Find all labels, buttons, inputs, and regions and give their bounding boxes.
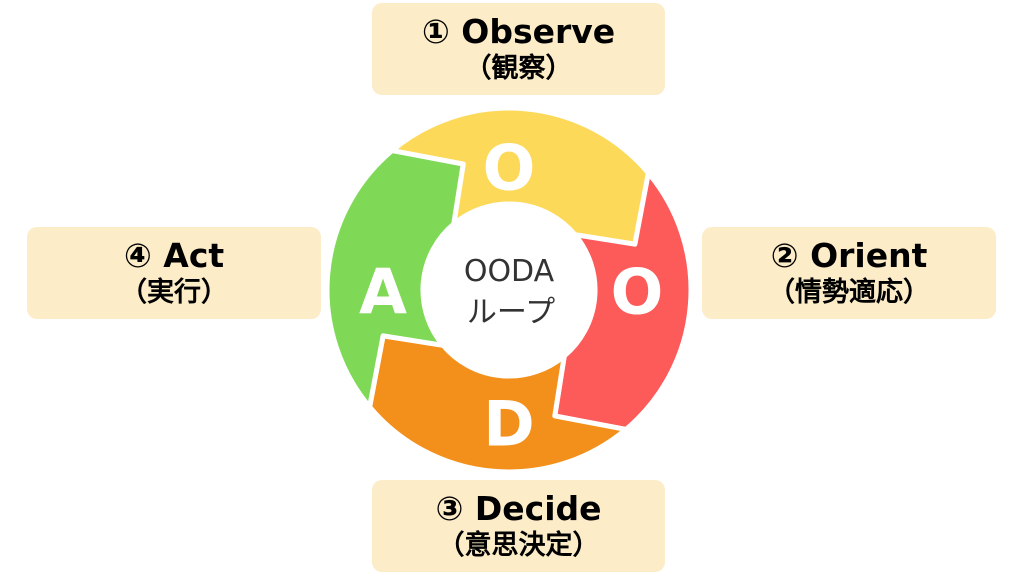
orient-subtitle: （情勢適応）: [768, 277, 930, 308]
decide-label-box: ③ Decide （意思決定）: [372, 480, 665, 572]
decide-segment: [367, 333, 629, 475]
act-segment: [324, 148, 466, 410]
center-circle: [427, 208, 591, 372]
act-title: ④ Act: [123, 236, 225, 275]
decide-subtitle: （意思決定）: [437, 530, 600, 561]
orient-label-box: ② Orient （情勢適応）: [702, 227, 996, 319]
center-label-line2: ループ: [467, 295, 555, 330]
observe-title: ① Observe: [421, 12, 616, 51]
orient-segment: [552, 170, 694, 432]
orient-segment-letter: O: [611, 256, 664, 329]
act-label-box: ④ Act （実行）: [27, 227, 321, 319]
observe-label-box: ① Observe （観察）: [372, 3, 665, 95]
act-subtitle: （実行）: [120, 277, 228, 308]
center-label-line1: OODA: [464, 254, 555, 289]
orient-title: ② Orient: [770, 236, 928, 275]
decide-title: ③ Decide: [435, 489, 602, 528]
decide-segment-letter: D: [483, 388, 534, 461]
observe-segment-letter: O: [483, 132, 536, 205]
observe-subtitle: （観察）: [464, 53, 573, 84]
act-segment-letter: A: [359, 256, 407, 329]
